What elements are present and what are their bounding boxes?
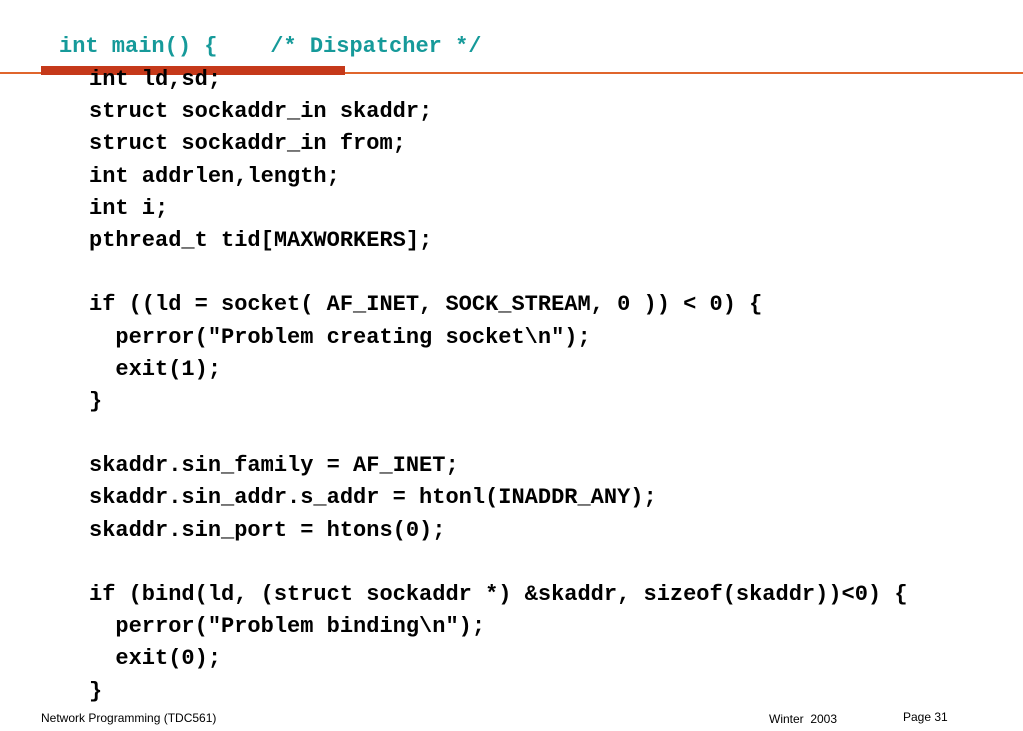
code-line: skaddr.sin_addr.s_addr = htonl(INADDR_AN… <box>89 485 657 511</box>
code-line: pthread_t tid[MAXWORKERS]; <box>89 227 433 253</box>
footer-course-title: Network Programming (TDC561) <box>41 711 217 725</box>
code-line: struct sockaddr_in skaddr; <box>89 99 433 125</box>
code-line: exit(0); <box>89 646 222 672</box>
code-line: struct sockaddr_in from; <box>89 131 406 157</box>
code-line: ​ <box>89 547 908 579</box>
code-line: skaddr.sin_family = AF_INET; <box>89 453 459 479</box>
code-line: if ((ld = socket( AF_INET, SOCK_STREAM, … <box>89 292 763 318</box>
code-line: ​ <box>89 418 908 450</box>
code-line: skaddr.sin_port = htons(0); <box>89 517 446 543</box>
code-line: if (bind(ld, (struct sockaddr *) &skaddr… <box>89 582 908 607</box>
code-line: } <box>89 678 103 704</box>
title-accent-bar <box>41 66 345 75</box>
footer-page-number: Page 31 <box>903 710 948 724</box>
code-line: } <box>89 388 103 414</box>
code-line: int addrlen,length; <box>89 163 340 189</box>
title-divider-line <box>0 72 1023 74</box>
code-line: perror("Problem binding\n"); <box>89 614 486 640</box>
code-line: int i; <box>89 195 169 221</box>
slide-title: int main() { /* Dispatcher */ <box>59 34 482 59</box>
footer-term: Winter 2003 <box>769 712 838 726</box>
code-line: int ld,sd; <box>89 67 222 92</box>
code-line: exit(1); <box>89 356 222 382</box>
code-line: ​ <box>89 257 908 289</box>
code-line: perror("Problem creating socket\n"); <box>89 324 591 350</box>
code-block: int ld,sd; struct sockaddr_in skaddr; stru… <box>89 64 908 708</box>
